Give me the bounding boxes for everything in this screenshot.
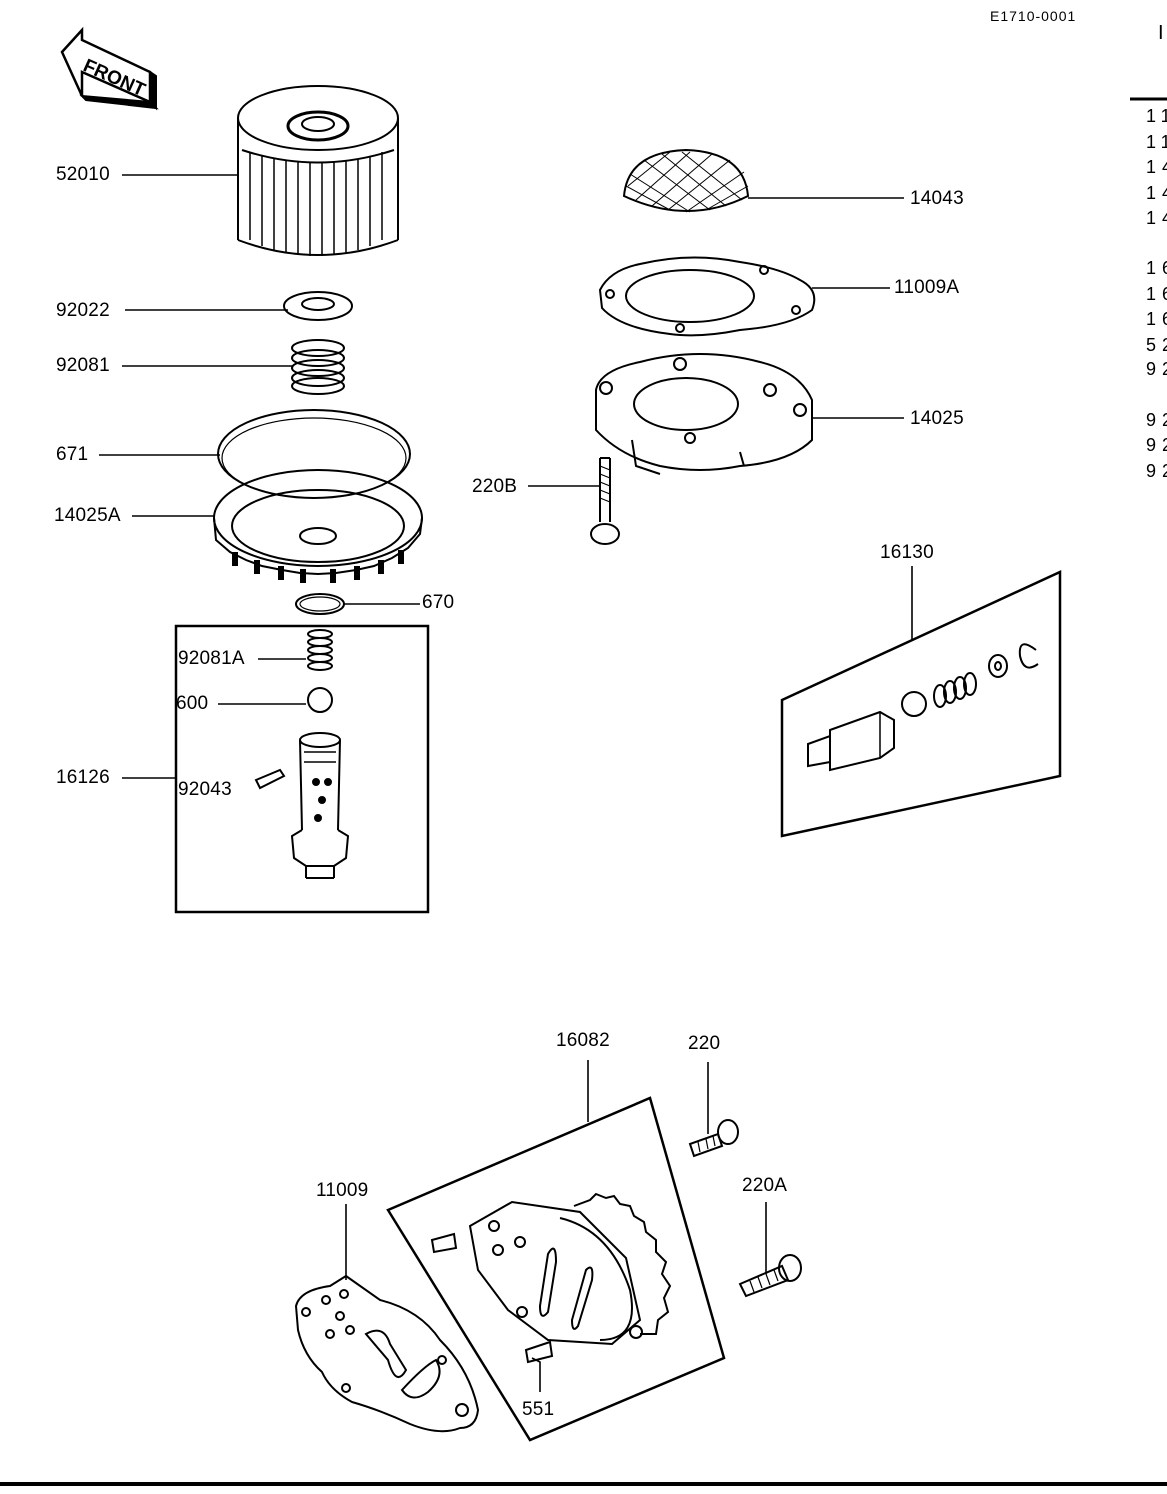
bypass-valve-box-16126: [174, 624, 430, 914]
oil-pump-panel-16082: [386, 1096, 726, 1442]
margin-item: 14: [1146, 208, 1167, 228]
corner-char: I: [1158, 22, 1165, 44]
oil-filter-52010: [237, 85, 399, 256]
label-220A: 220A: [742, 1175, 788, 1196]
label-14025A: 14025A: [54, 505, 121, 526]
label-16082: 16082: [556, 1030, 610, 1051]
label-92081A: 92081A: [178, 648, 245, 669]
washer-92022: [283, 291, 353, 321]
label-220B: 220B: [472, 476, 518, 497]
label-92081: 92081: [56, 355, 110, 376]
label-14043: 14043: [910, 188, 964, 209]
label-16126: 16126: [56, 767, 110, 788]
margin-item: 16: [1146, 258, 1167, 278]
filter-cover-14025A: [213, 469, 423, 583]
label-14025: 14025: [910, 408, 964, 429]
spring-92081: [291, 339, 345, 395]
front-arrow-icon: [60, 26, 159, 111]
margin-item: 14: [1146, 157, 1167, 177]
label-11009A: 11009A: [894, 277, 960, 298]
bolt-220B: [590, 457, 620, 545]
margin-item: 92: [1146, 461, 1167, 481]
gasket-11009: [294, 1274, 480, 1433]
margin-item: 16: [1146, 309, 1167, 329]
page-code: E1710-0001: [990, 8, 1077, 24]
relief-valve-panel-16130: [780, 570, 1062, 838]
label-670: 670: [422, 592, 455, 613]
margin-item: 52: [1146, 335, 1167, 355]
gasket-11009A: [598, 256, 816, 337]
margin-item: 92: [1146, 359, 1167, 379]
label-11009: 11009: [316, 1180, 369, 1201]
margin-item: 92: [1146, 410, 1167, 430]
label-551: 551: [522, 1399, 555, 1420]
o-ring-671: [217, 409, 411, 499]
label-600: 600: [176, 693, 209, 714]
bolt-220: [688, 1119, 739, 1158]
label-220: 220: [688, 1033, 721, 1054]
label-16130: 16130: [880, 542, 934, 563]
oil-strainer-14043: [622, 148, 750, 213]
o-ring-670: [295, 593, 345, 615]
margin-item: 14: [1146, 183, 1167, 203]
margin-item: 92: [1146, 435, 1167, 455]
label-92043: 92043: [178, 779, 232, 800]
margin-item: 11: [1146, 106, 1167, 126]
bolt-220A: [738, 1254, 802, 1298]
label-671: 671: [56, 444, 89, 465]
leader-lines: [0, 97, 1167, 1486]
pump-cover-14025: [595, 353, 813, 475]
label-52010: 52010: [56, 164, 110, 185]
margin-item: 11: [1146, 132, 1167, 152]
label-92022: 92022: [56, 300, 110, 321]
margin-item: 16: [1146, 284, 1167, 304]
